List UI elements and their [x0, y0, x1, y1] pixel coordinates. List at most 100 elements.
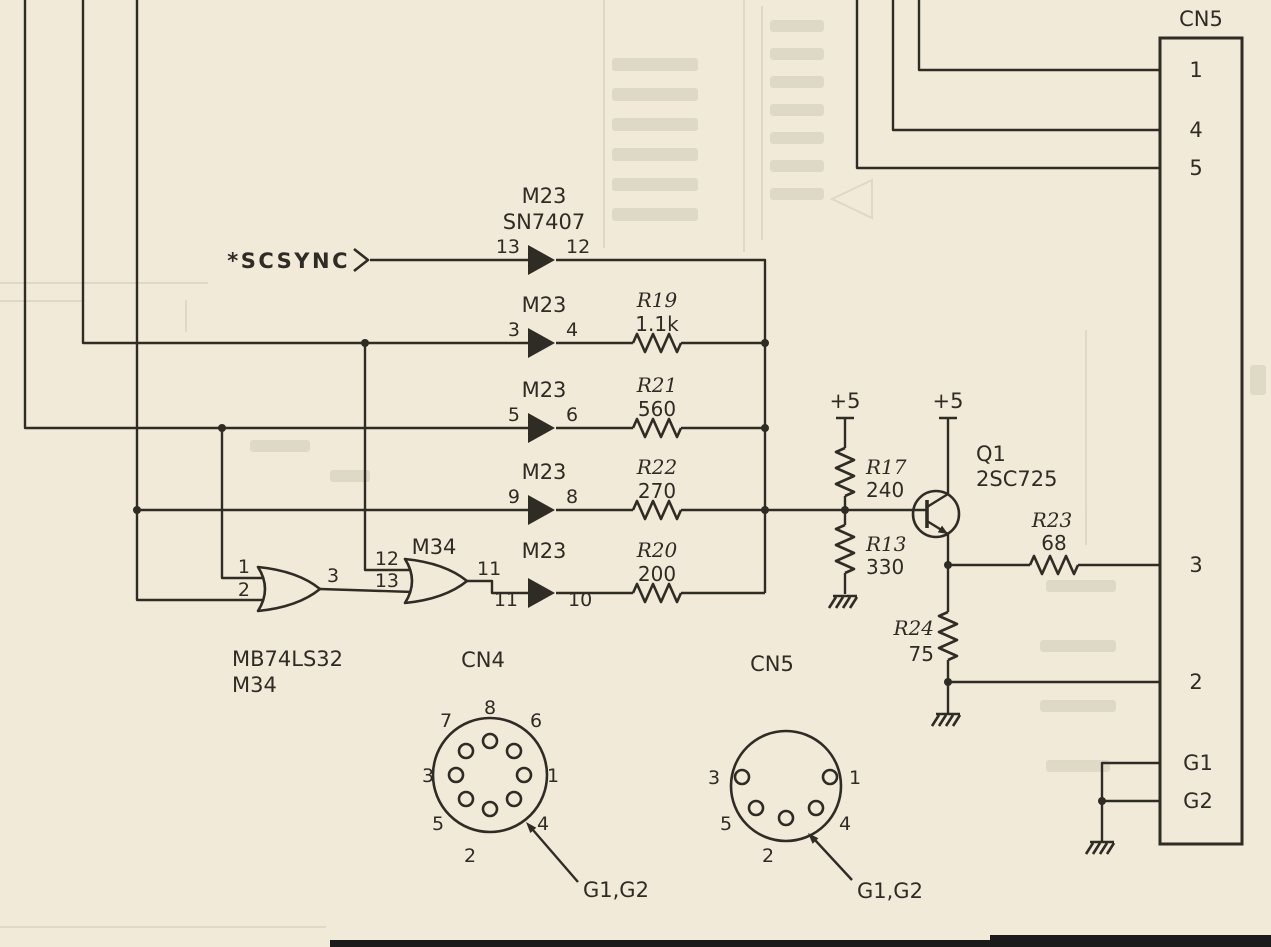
buffer4-ref-label: M23 [522, 460, 567, 484]
bleed-through-artifacts [0, 0, 1266, 928]
din-pin-hole [747, 799, 765, 817]
r19-value-label: 1.1k [635, 312, 679, 336]
cn5-box-pin1: 1 [1189, 58, 1202, 82]
cn5-connector-box [1158, 36, 1244, 846]
or-gate-icon [256, 565, 322, 613]
cn5-box-pin4: 4 [1189, 118, 1202, 142]
cn4-pin3-label: 3 [422, 765, 434, 787]
or1-part-label: MB74LS32 [232, 647, 343, 671]
din-pin-hole [481, 800, 499, 818]
cn4-pin2-label: 2 [464, 845, 476, 867]
or1-pin-in1: 1 [238, 556, 250, 578]
r24-value-label: 75 [909, 642, 934, 666]
buffer5-pin-in: 11 [494, 589, 518, 611]
cn4-pin4-label: 4 [537, 813, 549, 835]
plus5-rail-label: +5 [933, 389, 964, 413]
buffer2-pin-out: 4 [566, 319, 578, 341]
or2-pin-in1: 12 [375, 548, 399, 570]
cn5-box-pin5: 5 [1189, 156, 1202, 180]
buffer1-pin-in: 13 [496, 236, 520, 258]
cn5-box-pin-g2: G2 [1183, 789, 1213, 813]
emitter-arrow-icon [937, 525, 948, 534]
buffer1-ref-label: M23 [522, 184, 567, 208]
buffer5-pin-out: 10 [568, 589, 592, 611]
cn5-box-pin3: 3 [1189, 553, 1202, 577]
q1-ref-label: Q1 [976, 442, 1006, 466]
plus5-rail-label: +5 [830, 389, 861, 413]
r17-ref-label: R17 [865, 455, 907, 479]
din-pin-hole [821, 768, 839, 786]
buffer4-pin-out: 8 [566, 486, 578, 508]
scan-artifact-bottom-strip [330, 940, 1271, 947]
buffer2-ref-label: M23 [522, 293, 567, 317]
cn5-pin3-label: 3 [708, 767, 720, 789]
din-pin-hole [733, 768, 751, 786]
cn5-ground-note: G1,G2 [857, 879, 923, 903]
pointer-arrow-icon [808, 833, 819, 844]
r23-value-label: 68 [1041, 531, 1066, 555]
din-pin-hole [457, 742, 475, 760]
circuit-wires [23, 0, 1160, 842]
r13-value-label: 330 [866, 555, 904, 579]
din-pin-hole [777, 809, 795, 827]
cn5-box-title: CN5 [1179, 7, 1223, 31]
cn4-pin7-label: 7 [440, 710, 452, 732]
or2-pin-out: 11 [477, 558, 501, 580]
or1-ref-label: M34 [232, 673, 277, 697]
cn5-pin2-label: 2 [762, 845, 774, 867]
scan-artifact-bottom-strip [990, 935, 1271, 947]
cn4-pin6-label: 6 [530, 710, 542, 732]
r20-ref-label: R20 [636, 538, 678, 562]
or2-pin-in2: 13 [375, 570, 399, 592]
din-pin-hole [807, 799, 825, 817]
junction-dots [133, 339, 1106, 805]
din-pin-hole [515, 766, 533, 784]
r23-ref-label: R23 [1031, 508, 1073, 532]
r19-ref-label: R19 [636, 288, 678, 312]
buffer5-ref-label: M23 [522, 539, 567, 563]
din-pin-hole [505, 742, 523, 760]
r24-ref-label: R24 [892, 616, 934, 640]
cn4-din-connector [431, 716, 579, 883]
r13-ref-label: R13 [865, 532, 907, 556]
cn5-box-pin-g1: G1 [1183, 751, 1213, 775]
or2-ref-label: M34 [412, 535, 457, 559]
cn5-pin5-label: 5 [720, 813, 732, 835]
cn5-pin4-label: 4 [839, 813, 851, 835]
pointer-arrow-icon [526, 822, 537, 833]
din-pin-hole [505, 790, 523, 808]
r17-value-label: 240 [866, 478, 904, 502]
buffer3-ref-label: M23 [522, 378, 567, 402]
r22-ref-label: R22 [636, 455, 678, 479]
signal-source-chevron-icon [353, 247, 370, 273]
buffer3-pin-in: 5 [508, 404, 520, 426]
transistor-q1-symbol [911, 489, 961, 539]
cn5-din-connector [729, 729, 853, 881]
q1-part-label: 2SC725 [976, 467, 1057, 491]
or1-pin-in2: 2 [238, 579, 250, 601]
r20-value-label: 200 [638, 562, 676, 586]
buffer2-pin-in: 3 [508, 319, 520, 341]
buffer4-pin-in: 9 [508, 486, 520, 508]
din-pin-hole [447, 766, 465, 784]
cn5-pin1-label: 1 [849, 767, 861, 789]
cn4-din-title: CN4 [461, 648, 505, 672]
r21-value-label: 560 [638, 397, 676, 421]
cn4-pin1-label: 1 [547, 765, 559, 787]
buffer3-pin-out: 6 [566, 404, 578, 426]
din-pin-hole [481, 732, 499, 750]
cn4-ground-note: G1,G2 [583, 878, 649, 902]
cn4-pin5-label: 5 [432, 813, 444, 835]
cn5-box-pin2: 2 [1189, 670, 1202, 694]
r21-ref-label: R21 [636, 373, 678, 397]
or-gate-icon [403, 557, 469, 605]
cn4-pin8-label: 8 [484, 697, 496, 719]
cn5-din-title: CN5 [750, 652, 794, 676]
or1-pin-out: 3 [327, 565, 339, 587]
r22-value-label: 270 [638, 479, 676, 503]
din-pin-hole [457, 790, 475, 808]
or-gate-symbols [256, 557, 469, 613]
scsync-signal-label: *SCSYNC [227, 249, 350, 273]
